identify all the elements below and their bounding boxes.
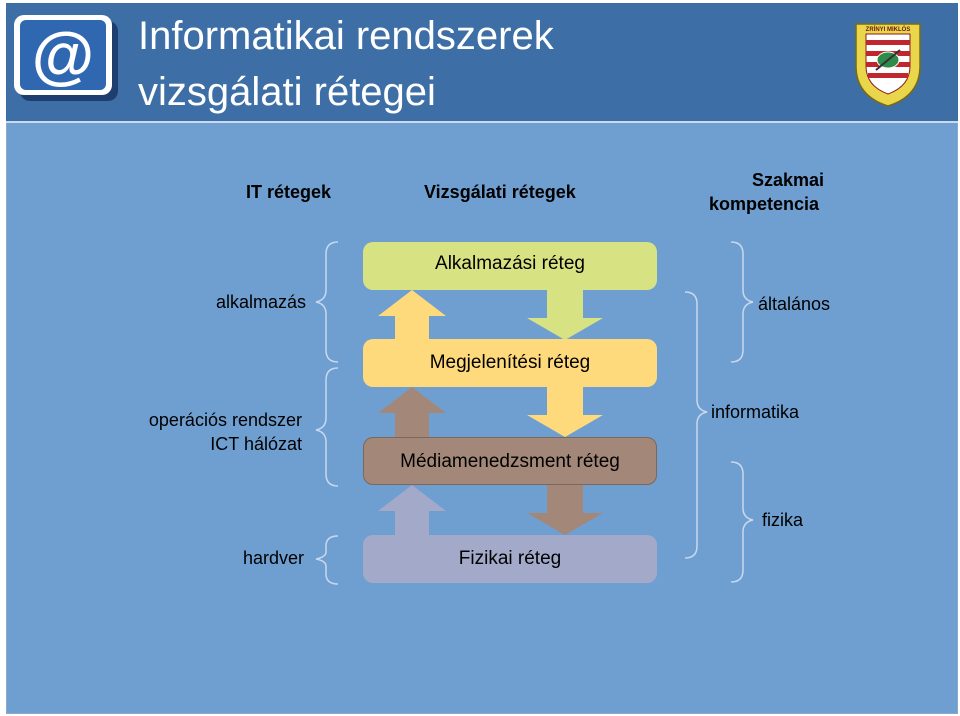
layer-media-label: Médiamenedzsment réteg — [400, 451, 620, 472]
up-arrow-physical-to-media — [378, 485, 446, 535]
brace-physics — [730, 461, 754, 583]
header-divider — [6, 121, 958, 123]
label-hardware: hardver — [242, 548, 304, 568]
label-general: általános — [758, 294, 831, 314]
label-informatics: informatika — [711, 402, 800, 422]
layer-physical: Fizikai réteg — [363, 535, 657, 583]
emblem-text: ZRÍNYI MIKLÓS — [866, 25, 911, 33]
layer-presentation: Megjelenítési réteg — [363, 339, 657, 387]
down-arrow-presentation-to-media — [527, 387, 603, 437]
up-arrow-media-to-presentation — [378, 387, 446, 437]
at-sign-icon: @ — [14, 15, 118, 101]
layer-application-label: Alkalmazási réteg — [435, 253, 585, 274]
layer-physical-label: Fizikai réteg — [458, 548, 562, 569]
brace-os-ict — [315, 367, 339, 487]
up-arrow-presentation-to-application — [378, 290, 446, 340]
label-physics: fizika — [762, 510, 804, 530]
down-arrow-application-to-presentation — [527, 290, 603, 340]
title-line-2: vizsgálati rétegei — [138, 70, 436, 114]
label-ict-network: ICT hálózat — [210, 434, 302, 454]
down-arrow-media-to-physical — [527, 485, 603, 535]
layer-media-management: Médiamenedzsment réteg — [363, 437, 657, 485]
brace-application — [315, 241, 339, 363]
brace-general — [730, 241, 754, 363]
column-heading-competence-2: kompetencia — [709, 194, 820, 214]
svg-text:@: @ — [32, 19, 94, 91]
title-line-1: Informatikai rendszerek — [138, 14, 554, 58]
column-heading-competence-1: Szakmai — [752, 170, 825, 190]
brace-informatics — [684, 291, 708, 559]
label-application: alkalmazás — [215, 292, 306, 312]
layer-application: Alkalmazási réteg — [363, 242, 657, 290]
layer-presentation-label: Megjelenítési réteg — [429, 352, 591, 373]
column-heading-investigation-layers: Vizsgálati rétegek — [424, 182, 576, 202]
brace-hardware — [315, 535, 339, 585]
university-crest-icon: ZRÍNYI MIKLÓS — [855, 23, 921, 107]
column-heading-it-layers: IT rétegek — [246, 182, 332, 202]
header-band — [6, 3, 958, 121]
label-operating-system: operációs rendszer — [148, 410, 302, 430]
